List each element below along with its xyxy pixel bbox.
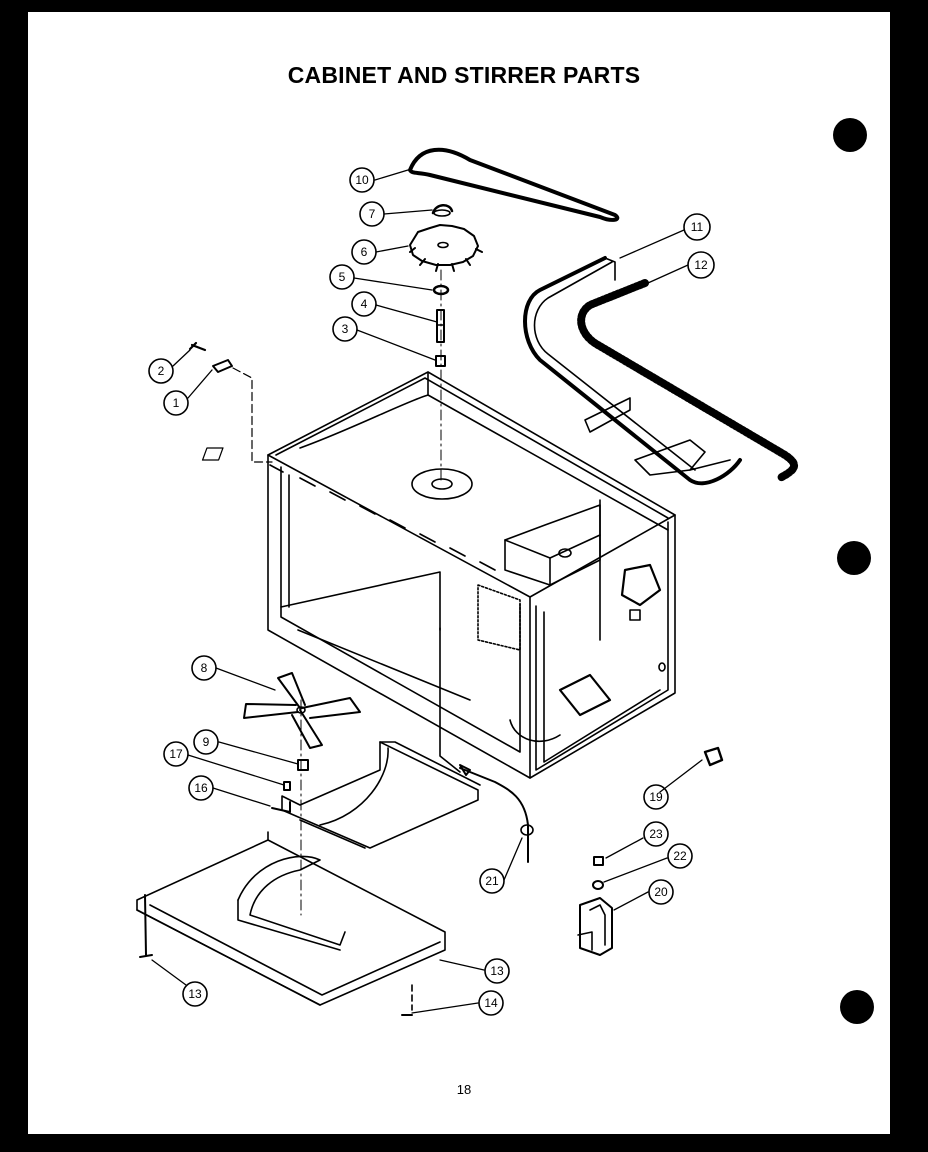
callout-label: 16 bbox=[194, 781, 208, 795]
callout: 11 bbox=[683, 213, 711, 241]
callout: 4 bbox=[351, 291, 377, 317]
binder-hole-middle bbox=[837, 541, 871, 575]
page-title: CABINET AND STIRRER PARTS bbox=[287, 62, 641, 88]
callout-label: 19 bbox=[649, 790, 663, 804]
callout-label: 17 bbox=[169, 747, 183, 761]
part-screw-and-bracket bbox=[271, 781, 291, 813]
part-stirrer-pulley bbox=[409, 224, 483, 272]
callout-label: 10 bbox=[355, 173, 369, 187]
callout: 1 bbox=[163, 390, 189, 416]
callout-label: 13 bbox=[490, 964, 504, 978]
part-belt bbox=[408, 147, 620, 222]
callout-label: 6 bbox=[361, 245, 368, 259]
binder-hole-top bbox=[833, 118, 867, 152]
callout: 20 bbox=[648, 879, 674, 905]
part-gasket bbox=[577, 279, 798, 482]
callout-label: 1 bbox=[173, 396, 180, 410]
binder-hole-bottom bbox=[840, 990, 874, 1024]
callout: 17 bbox=[163, 741, 189, 767]
callout: 13 bbox=[182, 981, 208, 1007]
part-screws bbox=[139, 894, 413, 1016]
callout: 7 bbox=[359, 201, 385, 227]
callout: 5 bbox=[329, 264, 355, 290]
part-screw-and-clip bbox=[188, 341, 273, 463]
callout-label: 5 bbox=[339, 270, 346, 284]
callout: 12 bbox=[687, 251, 715, 279]
callout-label: 12 bbox=[694, 258, 708, 272]
callout: 10 bbox=[349, 167, 375, 193]
callout: 9 bbox=[193, 729, 219, 755]
callout-label: 7 bbox=[369, 207, 376, 221]
part-clip bbox=[431, 204, 454, 217]
callout: 3 bbox=[332, 316, 358, 342]
callout-label: 21 bbox=[485, 874, 499, 888]
part-choke bbox=[523, 256, 742, 486]
callout-label: 20 bbox=[654, 885, 668, 899]
part-nut bbox=[297, 759, 309, 771]
callout: 21 bbox=[479, 868, 505, 894]
callout: 23 bbox=[643, 821, 669, 847]
callout: 8 bbox=[191, 655, 217, 681]
callout: 19 bbox=[643, 784, 669, 810]
part-knob bbox=[703, 746, 724, 767]
part-wire bbox=[459, 764, 534, 863]
part-switch-assembly bbox=[577, 856, 613, 956]
page-number: 18 bbox=[456, 1082, 472, 1097]
callout-label: 23 bbox=[649, 827, 663, 841]
callout-label: 9 bbox=[203, 735, 210, 749]
callout-label: 22 bbox=[673, 849, 687, 863]
callout-label: 3 bbox=[342, 322, 349, 336]
callout-label: 11 bbox=[691, 220, 704, 234]
part-bottom-plate bbox=[136, 831, 446, 1006]
part-stirrer-cover bbox=[281, 741, 481, 849]
part-cabinet-frame bbox=[201, 371, 676, 779]
callout-label: 2 bbox=[158, 364, 165, 378]
callout-label: 14 bbox=[484, 996, 498, 1010]
paper-sheet bbox=[28, 12, 890, 1134]
part-stirrer-blade bbox=[243, 672, 361, 749]
callout-label: 8 bbox=[201, 661, 208, 675]
callout-label: 13 bbox=[188, 987, 202, 1001]
callout: 13 bbox=[484, 958, 510, 984]
callout: 2 bbox=[148, 358, 174, 384]
callout: 16 bbox=[188, 775, 214, 801]
callout-label: 4 bbox=[361, 297, 368, 311]
callout: 14 bbox=[478, 990, 504, 1016]
callout: 22 bbox=[667, 843, 693, 869]
callout: 6 bbox=[351, 239, 377, 265]
callouts: 10 7 6 5 4 3 2 1 11 12 8 9 17 16 19 21 2… bbox=[148, 167, 715, 1016]
leader-lines bbox=[151, 169, 703, 1014]
